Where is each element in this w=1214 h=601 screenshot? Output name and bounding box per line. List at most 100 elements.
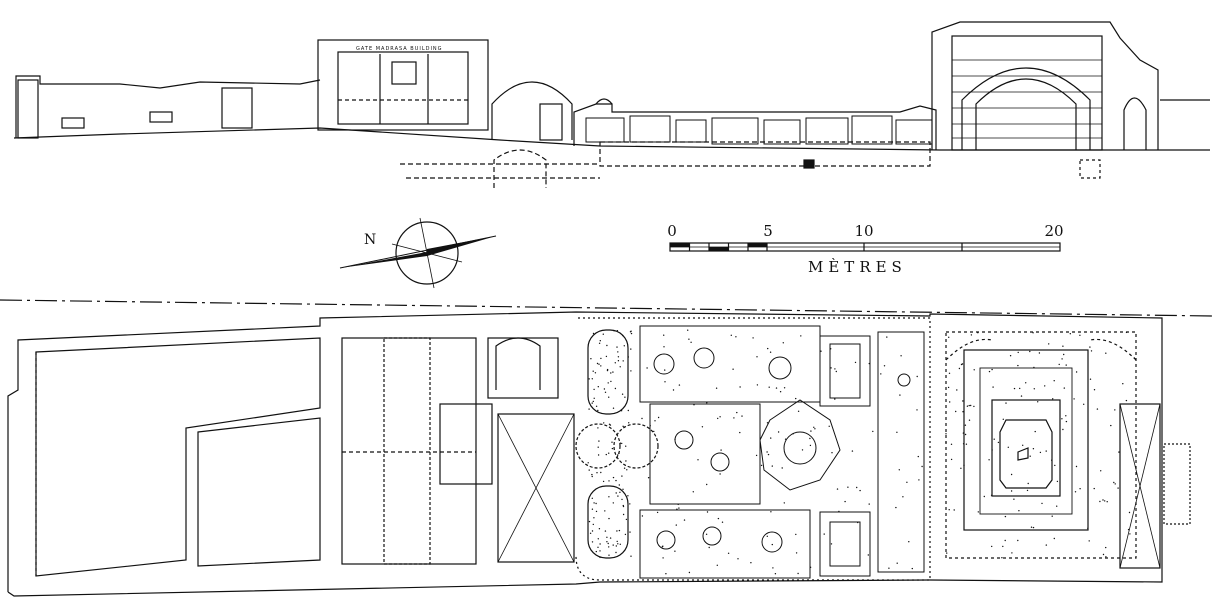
- stipple-dot: [591, 473, 593, 476]
- stipple-dot: [618, 452, 620, 454]
- stipple-dot: [993, 438, 995, 440]
- stipple-dot: [597, 538, 599, 540]
- stipple-dot: [1117, 487, 1119, 489]
- stipple-dot: [823, 533, 825, 535]
- stipple-dot: [621, 475, 623, 477]
- stipple-dot: [831, 452, 833, 454]
- stipple-dot: [916, 409, 918, 411]
- stipple-dot: [851, 450, 854, 452]
- stipple-dot: [612, 476, 615, 479]
- stipple-dot: [1029, 455, 1031, 457]
- elevation-small-arch: [595, 98, 613, 105]
- stipple-dot: [609, 537, 612, 539]
- stipple-dot: [962, 411, 964, 413]
- stipple-dot: [859, 489, 861, 492]
- stipple-dot: [599, 556, 601, 559]
- plan-well-circle: [575, 423, 621, 469]
- stipple-dot: [706, 402, 708, 404]
- stipple-dot: [768, 386, 770, 388]
- stipple-dot: [783, 502, 785, 504]
- stipple-dot: [983, 495, 985, 498]
- stipple-dot: [1009, 355, 1012, 357]
- stipple-dot: [766, 451, 768, 453]
- stipple-dot: [767, 347, 769, 350]
- stipple-dot: [770, 437, 772, 439]
- stipple-dot: [1088, 540, 1090, 542]
- stipple-dot: [1058, 363, 1060, 366]
- stipple-dot: [854, 361, 857, 364]
- stipple-dot: [1105, 352, 1107, 354]
- stipple-dot: [587, 462, 589, 464]
- stipple-dot: [774, 573, 777, 575]
- stipple-dot: [619, 491, 621, 493]
- stipple-dot: [970, 404, 972, 407]
- stipple-dot: [795, 397, 797, 400]
- stipple-dot: [612, 544, 614, 546]
- plan-iwan-fountain: [1017, 447, 1029, 461]
- stipple-dot: [962, 432, 965, 434]
- stipple-dot: [727, 552, 730, 554]
- stipple-dot: [1007, 446, 1009, 448]
- stipple-dot: [617, 360, 620, 362]
- stipple-dot: [809, 437, 811, 440]
- stipple-dot: [624, 396, 626, 398]
- stipple-dot: [1133, 357, 1136, 359]
- stipple-dot: [622, 360, 624, 362]
- stipple-dot: [1019, 387, 1021, 390]
- stipple-dot: [1010, 473, 1013, 476]
- plan-niche-room: [487, 337, 559, 399]
- stipple-dot: [625, 445, 627, 447]
- stipple-dot: [896, 562, 898, 564]
- stipple-dot: [678, 507, 680, 509]
- elevation-stones: [149, 111, 173, 123]
- stipple-dot: [1034, 430, 1036, 433]
- stipple-dot: [1125, 399, 1128, 402]
- stipple-dot: [610, 372, 612, 374]
- stipple-dot: [1002, 418, 1004, 420]
- stipple-dot: [950, 443, 953, 445]
- stipple-dot: [608, 496, 610, 498]
- stipple-dot: [1038, 352, 1041, 354]
- stipple-dot: [767, 453, 770, 456]
- scale-tick-0: 0: [667, 222, 677, 240]
- stipple-dot: [960, 467, 962, 469]
- stipple-dot: [1029, 350, 1031, 353]
- stipple-dot: [906, 481, 908, 483]
- stipple-dot: [706, 483, 708, 486]
- plan-iwan-pool: [999, 419, 1053, 489]
- stipple-dot: [739, 431, 741, 434]
- elevation-dome-door: [539, 103, 563, 141]
- stipple-dot: [847, 486, 849, 488]
- stipple-dot: [628, 422, 630, 424]
- stipple-dot: [621, 393, 624, 395]
- stipple-dot: [627, 409, 629, 412]
- stipple-dot: [594, 372, 597, 374]
- stipple-dot: [868, 362, 870, 365]
- stipple-dot: [756, 356, 758, 358]
- stipple-dot: [962, 400, 964, 402]
- stipple-dot: [963, 464, 965, 466]
- elevation-east-foundation: [1079, 159, 1101, 179]
- stipple-dot: [616, 346, 618, 348]
- stipple-dot: [621, 442, 623, 445]
- stipple-dot: [616, 530, 618, 532]
- stipple-dot: [616, 540, 618, 543]
- stipple-dot: [867, 554, 869, 556]
- stipple-dot: [687, 329, 689, 331]
- stipple-dot: [783, 387, 786, 389]
- stipple-dot: [1025, 382, 1027, 384]
- stipple-dot: [1110, 424, 1112, 427]
- stipple-dot: [1056, 480, 1059, 483]
- north-label: N: [364, 232, 377, 248]
- stipple-dot: [593, 502, 595, 504]
- stipple-dot: [613, 330, 615, 332]
- stipple-dot: [990, 494, 993, 496]
- stipple-dot: [622, 513, 625, 516]
- stipple-dot: [1089, 378, 1092, 380]
- stipple-dot: [607, 382, 609, 384]
- stipple-dot: [597, 546, 599, 548]
- stipple-dot: [991, 545, 993, 548]
- stipple-dot: [608, 554, 610, 556]
- stipple-dot: [977, 511, 979, 513]
- stipple-dot: [814, 428, 816, 430]
